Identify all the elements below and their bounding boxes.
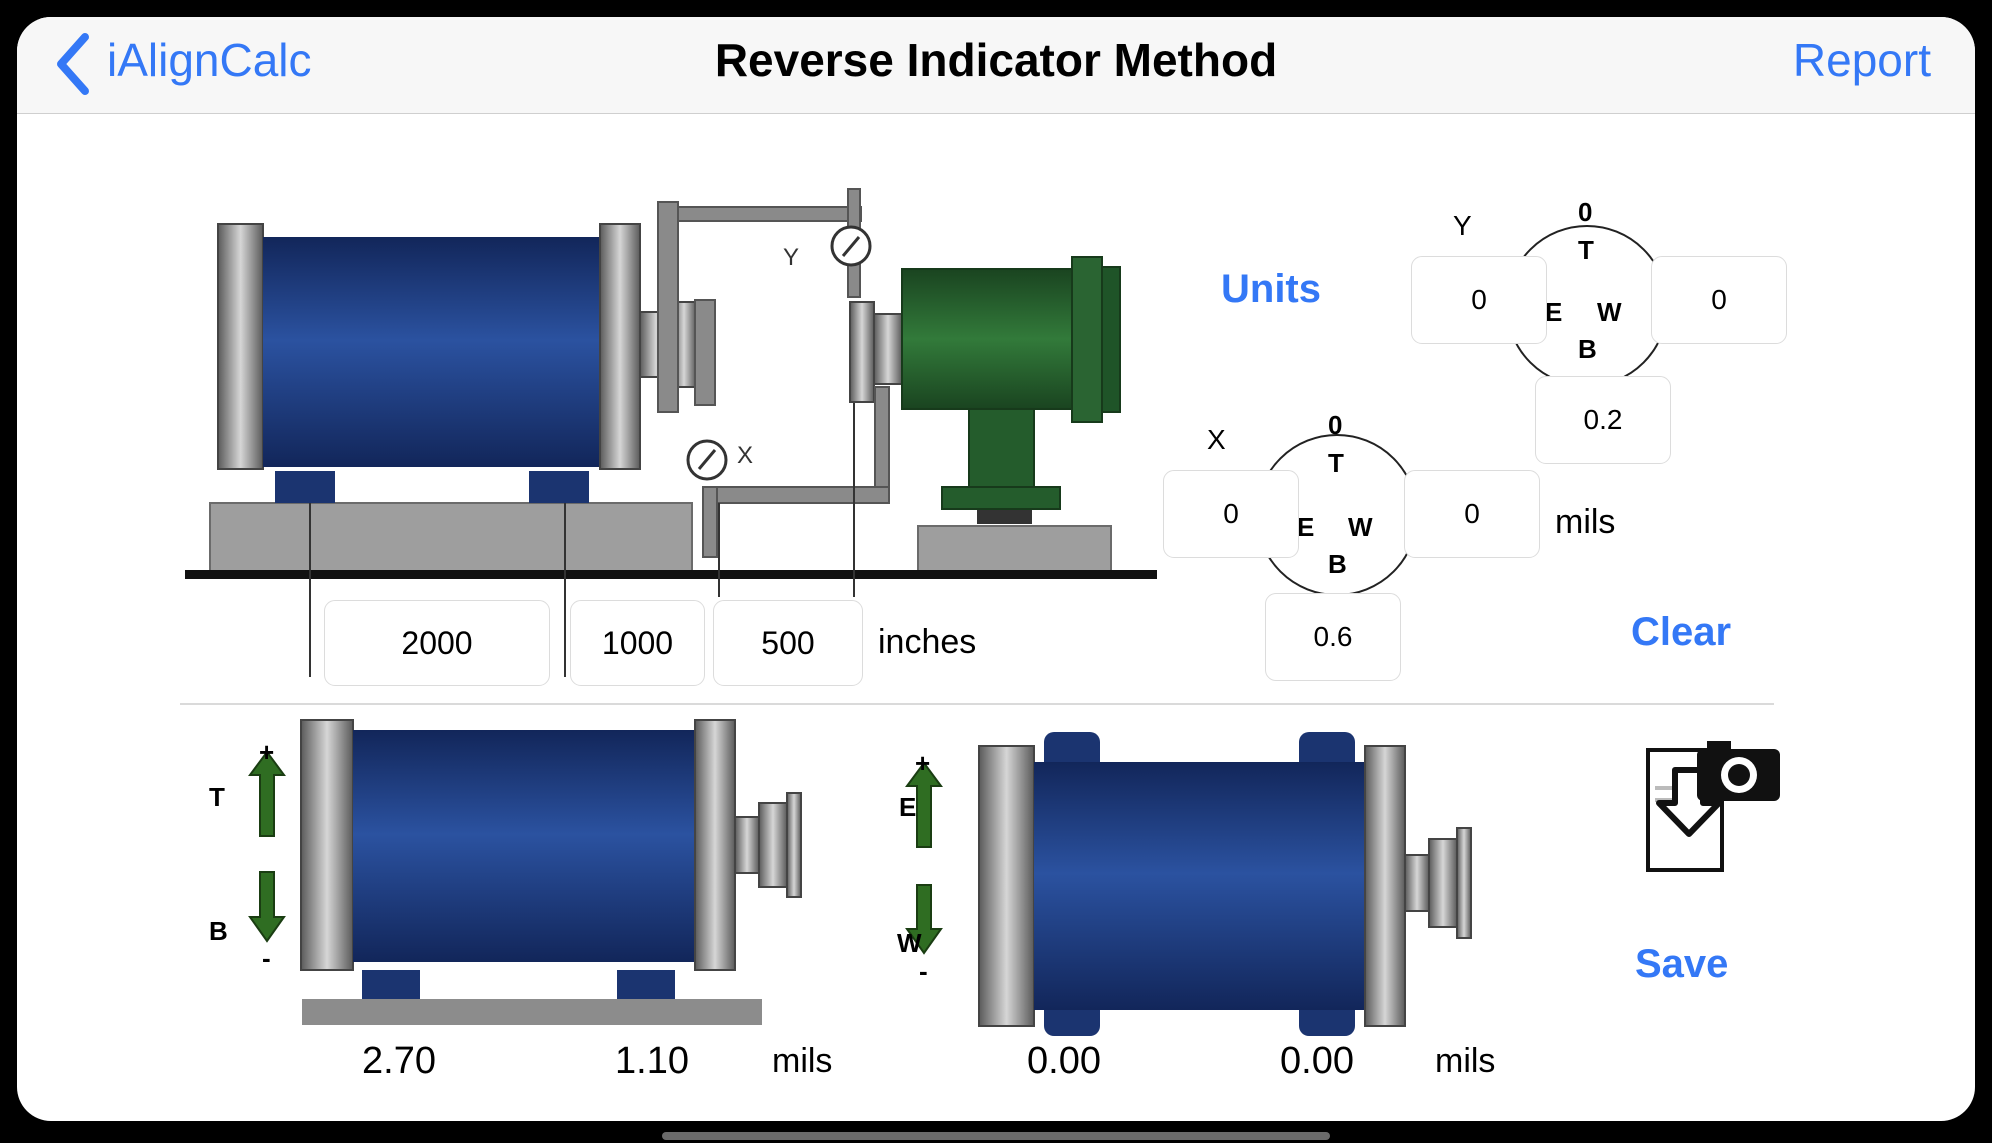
report-button[interactable]: Report xyxy=(1792,34,1931,86)
dial-y-e: E xyxy=(1545,297,1563,327)
home-indicator[interactable] xyxy=(662,1132,1330,1140)
horizontal-front-result: 0.00 xyxy=(1027,1040,1101,1082)
distance-field-1[interactable]: 2000 xyxy=(324,600,550,686)
horizontal-unit-label: mils xyxy=(1435,1042,1496,1080)
dial-y-bottom-input[interactable]: 0.2 xyxy=(1535,376,1671,464)
horizontal-plus-label: + xyxy=(915,748,931,778)
dial-y-left-input[interactable]: 0 xyxy=(1411,256,1547,344)
x-indicator-label: X xyxy=(737,442,753,469)
distance-field-3[interactable]: 500 xyxy=(713,600,863,686)
dial-y-right-input[interactable]: 0 xyxy=(1651,256,1787,344)
distance-field-2[interactable]: 1000 xyxy=(570,600,705,686)
vertical-bottom-letter: B xyxy=(209,916,228,946)
back-chevron-icon[interactable] xyxy=(53,29,93,99)
clear-button[interactable]: Clear xyxy=(1631,610,1732,654)
app-screen: iAlignCalc Reverse Indicator Method Repo… xyxy=(17,17,1975,1121)
dial-x-label: X xyxy=(1207,424,1226,455)
dial-y-top-mark: 0 xyxy=(1578,197,1593,227)
vertical-back-result: 1.10 xyxy=(615,1040,689,1082)
back-button[interactable]: iAlignCalc xyxy=(107,34,312,86)
machine-setup-diagram: Y X xyxy=(185,188,1157,677)
vertical-top-letter: T xyxy=(209,782,225,812)
horizontal-minus-label: - xyxy=(919,956,928,986)
navigation-bar: iAlignCalc Reverse Indicator Method Repo… xyxy=(17,17,1975,114)
dial-x-t: T xyxy=(1328,448,1344,478)
page-title: Reverse Indicator Method xyxy=(714,34,1278,86)
dial-x-bottom-input[interactable]: 0.6 xyxy=(1265,593,1401,681)
dial-y-b: B xyxy=(1578,334,1597,364)
horizontal-back-result: 0.00 xyxy=(1280,1040,1354,1082)
units-button[interactable]: Units xyxy=(1221,267,1321,311)
dial-x-w: W xyxy=(1348,512,1373,542)
vertical-minus-label: - xyxy=(262,943,271,973)
vertical-front-result: 2.70 xyxy=(362,1040,436,1082)
vertical-plus-label: + xyxy=(259,737,275,767)
dial-y-w: W xyxy=(1597,297,1622,327)
dial-y-label: Y xyxy=(1453,210,1472,241)
vertical-motor-diagram xyxy=(248,719,802,1025)
save-camera-icon[interactable] xyxy=(1627,728,1787,888)
horizontal-motor-diagram xyxy=(905,732,1472,1036)
dial-unit-label: mils xyxy=(1555,503,1616,541)
dial-x-e: E xyxy=(1297,512,1315,542)
save-button[interactable]: Save xyxy=(1635,942,1729,986)
horizontal-top-letter: E xyxy=(899,792,917,822)
dial-x-top-mark: 0 xyxy=(1328,410,1343,440)
dial-x-left-input[interactable]: 0 xyxy=(1163,470,1299,558)
dial-y-t: T xyxy=(1578,235,1594,265)
y-indicator-label: Y xyxy=(783,244,799,271)
distance-unit-label: inches xyxy=(878,623,977,661)
section-divider xyxy=(180,703,1774,705)
horizontal-bottom-letter: W xyxy=(897,928,922,958)
vertical-unit-label: mils xyxy=(772,1042,833,1080)
dial-x-right-input[interactable]: 0 xyxy=(1404,470,1540,558)
dial-x-b: B xyxy=(1328,549,1347,579)
